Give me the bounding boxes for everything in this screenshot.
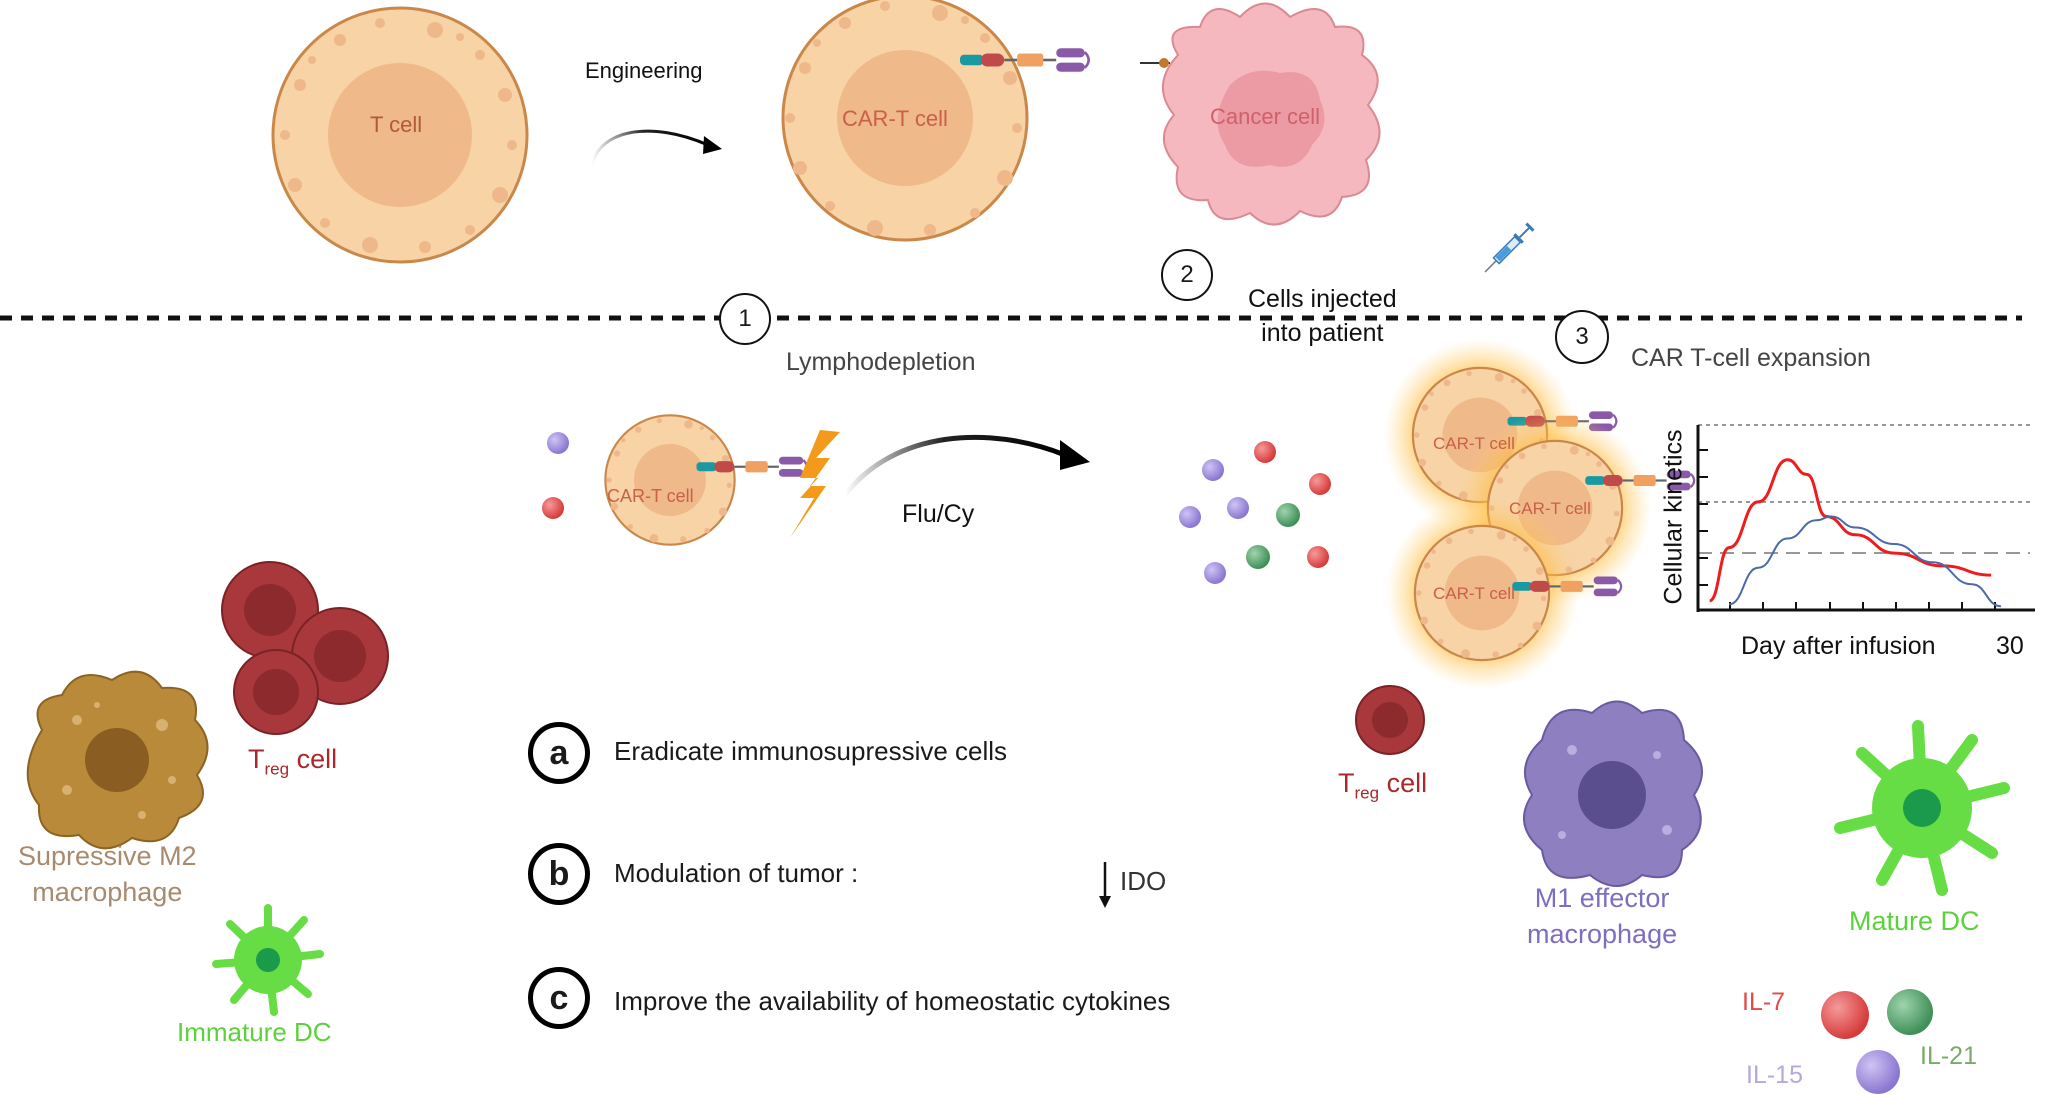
kinetics-chart [1696, 424, 2035, 612]
engineering-arrow [590, 129, 709, 166]
treg-right-t: T [1338, 768, 1355, 798]
label-car-t-cell-lymphodepletion: CAR-T cell [607, 486, 694, 506]
step-1-marker: 1 [719, 293, 771, 345]
label-il21: IL-21 [1920, 1042, 1977, 1070]
treg-left-sub: reg [264, 759, 290, 779]
cancer-cell [1140, 2, 1381, 226]
label-immature-dc: Immature DC [177, 1017, 332, 1047]
chart-y-axis-label: Cellular kinetics [1659, 429, 1688, 605]
chart-x-tick-30: 30 [1996, 632, 2024, 660]
treg-left-t: T [248, 744, 265, 774]
label-m2-macrophage: Supressive M2 macrophage [18, 838, 197, 911]
cytokine-bead-il7 [1821, 991, 1869, 1039]
ido-down-arrowhead [1099, 896, 1111, 908]
m1-macrophage [1523, 700, 1703, 887]
lightning-icon [790, 430, 840, 538]
step-3-marker: 3 [1555, 310, 1609, 364]
cytokine-bead-il21 [1887, 989, 1933, 1035]
label-car-t-expansion: CAR T-cell expansion [1631, 344, 1871, 372]
scattered-beads [1179, 441, 1331, 584]
chart-series-line-2 [1728, 515, 2002, 608]
label-cells-injected-line2: into patient [1261, 318, 1384, 347]
car-t-cell-top [781, 0, 1090, 242]
mature-dc [1834, 720, 2010, 896]
label-car-t-cell-top: CAR-T cell [842, 106, 948, 131]
car-t-cell-lymphodepletion [604, 414, 808, 546]
cytokine-bead-il15 [1856, 1050, 1900, 1094]
chart-series-line-1 [1708, 458, 1992, 603]
label-il15: IL-15 [1746, 1061, 1803, 1089]
label-m1-line2: macrophage [1527, 919, 1678, 950]
treg-cell-cluster [221, 561, 389, 735]
label-t-cell: T cell [370, 112, 423, 137]
label-il7: IL-7 [1742, 988, 1786, 1016]
immature-dc [212, 904, 324, 1016]
label-mature-dc: Mature DC [1849, 906, 1980, 936]
mechanism-badge-a: a [528, 722, 590, 784]
mechanism-text-b: Modulation of tumor : [614, 858, 859, 888]
step-2-marker: 2 [1161, 249, 1213, 301]
label-cancer-cell: Cancer cell [1210, 104, 1321, 129]
label-cells-injected: Cells injected into patient [1248, 283, 1397, 351]
label-ido: IDO [1120, 866, 1167, 896]
bead-red [542, 497, 564, 519]
label-treg-right: Treg cell [1338, 768, 1427, 803]
chart-x-axis-label: Day after infusion [1741, 632, 1936, 660]
treg-right-cell: cell [1379, 768, 1428, 798]
mechanism-text-c: Improve the availability of homeostatic … [614, 986, 1171, 1016]
label-car-t-cell-expansion-2: CAR-T cell [1509, 499, 1591, 518]
engineering-arrowhead [703, 136, 722, 154]
label-m1-line1: M1 effector [1534, 883, 1670, 913]
label-m2-line1: Supressive M2 [18, 841, 197, 871]
m2-macrophage [26, 670, 209, 850]
label-car-t-cell-expansion-3: CAR-T cell [1433, 584, 1515, 603]
mechanism-badge-c: c [528, 967, 590, 1029]
label-lymphodepletion: Lymphodepletion [786, 348, 976, 376]
mechanism-badge-b: b [528, 843, 590, 905]
chart-series-layer [1708, 458, 2002, 608]
mechanism-text-a: Eradicate immunosupressive cells [614, 736, 1008, 766]
label-m1-macrophage: M1 effector macrophage [1527, 880, 1677, 953]
label-cells-injected-line1: Cells injected [1248, 285, 1397, 313]
flu-cy-arrow [843, 434, 1066, 497]
label-m2-line2: macrophage [32, 877, 183, 908]
treg-right-sub: reg [1354, 783, 1380, 803]
syringe-icon [1484, 222, 1535, 273]
label-treg-left: Treg cell [248, 744, 337, 779]
label-car-t-cell-expansion-1: CAR-T cell [1433, 434, 1515, 453]
treg-left-cell: cell [289, 744, 338, 774]
car-t-cell-expansion-3 [1385, 496, 1623, 690]
label-engineering: Engineering [585, 58, 703, 83]
flu-cy-arrowhead [1060, 440, 1090, 470]
label-flu-cy: Flu/Cy [902, 500, 975, 528]
treg-cell-right [1355, 685, 1425, 755]
bead-purple [547, 432, 569, 454]
t-cell [271, 6, 529, 264]
